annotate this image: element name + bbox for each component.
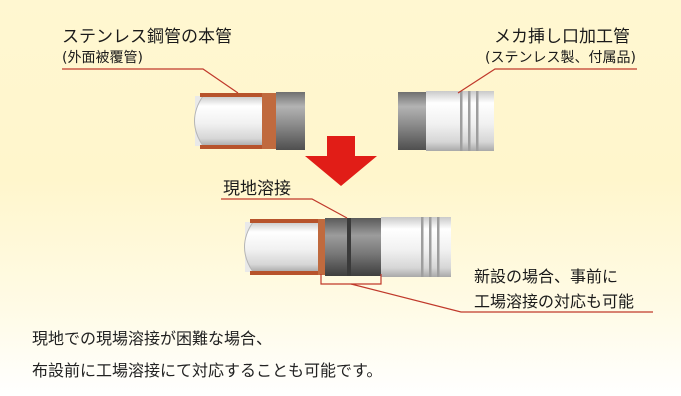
welded-assembly-illustration bbox=[244, 217, 451, 277]
main-pipe-illustration bbox=[194, 92, 305, 150]
down-arrow-icon bbox=[305, 136, 377, 186]
fitting-illustration bbox=[398, 91, 494, 151]
field-weld-label: 現地溶接 bbox=[223, 179, 291, 199]
factory-weld-note-line1: 新設の場合、事前に bbox=[474, 267, 619, 286]
caption-line1: 現地での現場溶接が困難な場合、 bbox=[32, 329, 273, 348]
fitting-subtitle: (ステンレス製、付属品) bbox=[485, 50, 636, 66]
fitting-title: メカ挿し口加工管 bbox=[494, 27, 630, 47]
main-pipe-subtitle: (外面被覆管) bbox=[62, 50, 143, 66]
leader-factory-weld bbox=[350, 283, 653, 313]
main-pipe-title: ステンレス鋼管の本管 bbox=[62, 27, 232, 47]
leader-lines bbox=[62, 68, 653, 313]
leader-main-pipe bbox=[62, 68, 239, 94]
leader-fitting bbox=[457, 68, 637, 94]
caption-line2: 布設前に工場溶接にて対応することも可能です。 bbox=[32, 361, 383, 380]
factory-weld-note-line2: 工場溶接の対応も可能 bbox=[474, 292, 635, 311]
leader-weld bbox=[221, 198, 348, 219]
